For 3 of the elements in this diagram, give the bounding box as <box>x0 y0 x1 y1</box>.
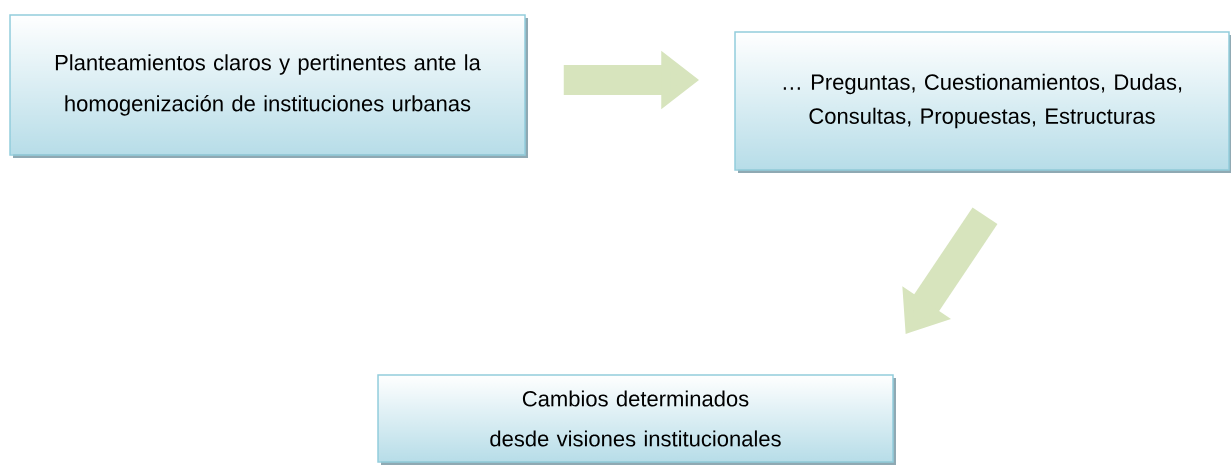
process-box: … Preguntas, Cuestionamientos, Dudas, Consultas, Propuestas, Estructuras <box>734 31 1231 173</box>
process-box: Planteamientos claros y pertinentes ante la homogenización de instituciones urbanas <box>9 14 528 158</box>
process-box: Cambios determinados desde visiones institucionales <box>377 374 896 465</box>
